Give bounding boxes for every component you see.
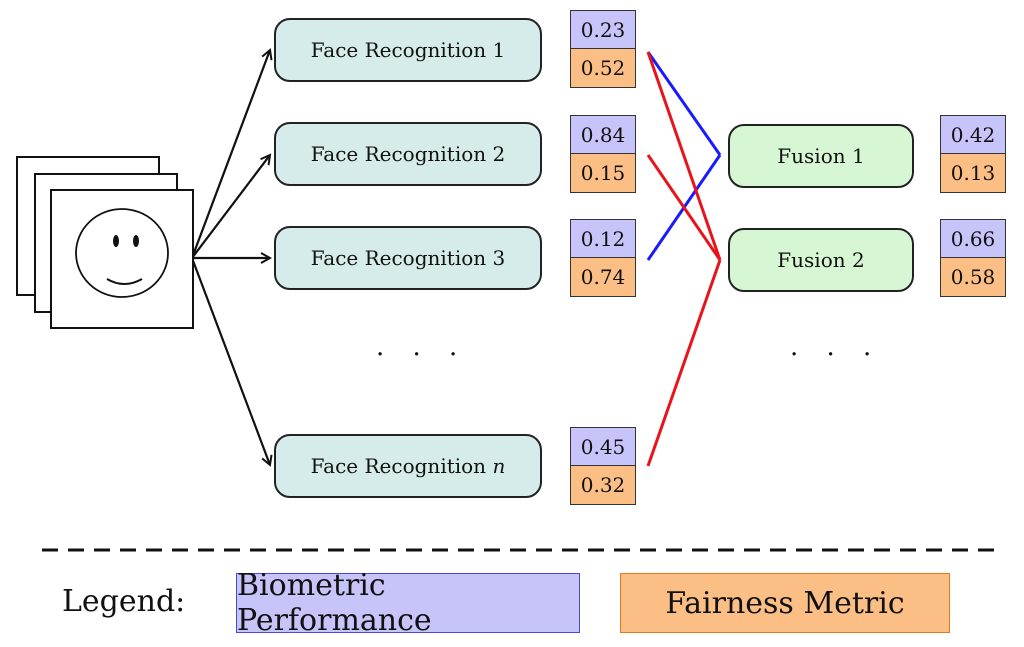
- fusion-2-label: Fusion 2: [777, 248, 865, 272]
- arrow-to-recognizer-1: [190, 50, 270, 259]
- recognizer-3-scores: 0.12 0.74: [570, 219, 636, 297]
- fusion-1-fairness-score: 0.13: [941, 154, 1005, 192]
- recognizer-1-fairness-score: 0.52: [571, 49, 635, 87]
- recognizer-3-biometric-score: 0.12: [571, 220, 635, 258]
- fusion-1-box: Fusion 1: [728, 124, 914, 188]
- fusion2-link-from-recognizer-n: [646, 259, 722, 467]
- recognizer-n-scores: 0.45 0.32: [570, 427, 636, 505]
- face-recognition-n-suffix: n: [492, 454, 506, 478]
- arrow-to-recognizer-n: [190, 257, 270, 465]
- face-recognition-n-label: Face Recognition: [310, 454, 493, 478]
- recognizer-1-biometric-score: 0.23: [571, 11, 635, 49]
- recognizer-n-fairness-score: 0.32: [571, 466, 635, 504]
- recognizer-ellipsis: · · ·: [376, 340, 468, 370]
- fusion-ellipsis: · · ·: [790, 340, 882, 370]
- fusion-2-fairness-score: 0.58: [941, 258, 1005, 296]
- face-recognition-n-box: Face Recognition n: [274, 434, 542, 498]
- fusion2-link-from-recognizer-2: [646, 154, 722, 261]
- face-image-front: [50, 189, 194, 329]
- fusion2-link-from-recognizer-1: [646, 51, 722, 261]
- fusion-1-biometric-score: 0.42: [941, 116, 1005, 154]
- recognizer-2-scores: 0.84 0.15: [570, 115, 636, 193]
- face-recognition-3-box: Face Recognition 3: [274, 226, 542, 290]
- face-recognition-2-label: Face Recognition 2: [310, 142, 506, 166]
- arrow-to-recognizer-2: [191, 155, 270, 259]
- recognizer-n-biometric-score: 0.45: [571, 428, 635, 466]
- fusion-2-biometric-score: 0.66: [941, 220, 1005, 258]
- legend-label: Legend:: [62, 584, 186, 619]
- fusion-1-label: Fusion 1: [777, 144, 865, 168]
- recognizer-2-biometric-score: 0.84: [571, 116, 635, 154]
- legend-biometric-performance: Biometric Performance: [236, 568, 580, 638]
- recognizer-1-scores: 0.23 0.52: [570, 10, 636, 88]
- recognizer-3-fairness-score: 0.74: [571, 258, 635, 296]
- fusion-1-scores: 0.42 0.13: [940, 115, 1006, 193]
- recognizer-2-fairness-score: 0.15: [571, 154, 635, 192]
- legend-fairness-metric: Fairness Metric: [620, 573, 950, 633]
- fusion1-link-from-recognizer-1: [646, 51, 722, 156]
- fusion-2-box: Fusion 2: [728, 228, 914, 292]
- face-recognition-1-box: Face Recognition 1: [274, 18, 542, 82]
- face-recognition-3-label: Face Recognition 3: [310, 246, 506, 270]
- face-recognition-2-box: Face Recognition 2: [274, 122, 542, 186]
- fusion-2-scores: 0.66 0.58: [940, 219, 1006, 297]
- smiley-face-icon: [75, 208, 169, 298]
- face-recognition-1-label: Face Recognition 1: [310, 38, 506, 62]
